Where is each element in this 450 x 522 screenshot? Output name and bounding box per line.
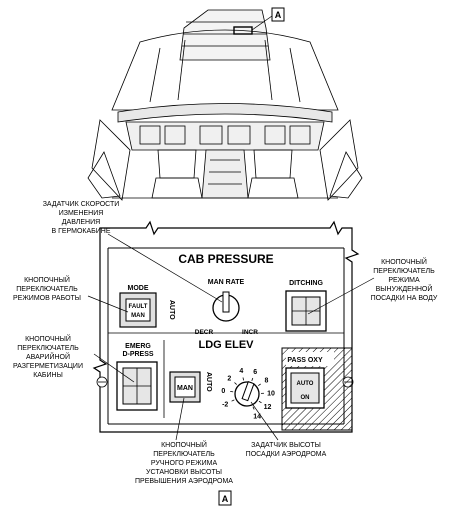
callout-man-rate-knob: ЗАДАТЧИК СКОРОСТИ ИЗМЕНЕНИЯ ДАВЛЕНИЯ В Г… [42, 201, 120, 235]
ldg-scale-tick [252, 406, 255, 410]
ldg-elev-knob[interactable] [234, 381, 260, 407]
callout-ldg-elev-man-button: КНОПОЧНЫЙ ПЕРЕКЛЮЧАТЕЛЬ РУЧНОГО РЕЖИМА У… [135, 442, 233, 485]
view-a-marker-top-text: A [275, 10, 282, 20]
ldg-scale-label: -2 [222, 402, 228, 409]
pass-oxy-label: PASS OXY [287, 357, 323, 364]
auto-label: AUTO [168, 300, 175, 320]
ldg-scale-label: 6 [253, 369, 257, 376]
ldg-scale-tick [242, 377, 245, 381]
ldg-scale-tick [258, 383, 261, 387]
man-rate-knob[interactable] [212, 291, 240, 322]
pass-oxy-button[interactable] [285, 367, 325, 409]
ldg-scale-tick [231, 399, 235, 402]
pass-oxy-on-text: ON [301, 395, 310, 401]
pass-oxy-auto-text: AUTO [297, 381, 314, 387]
ldg-elev-title: LDG ELEV [198, 339, 254, 351]
ldg-elev-man-button[interactable] [169, 371, 201, 403]
ldg-scale-label: 2 [227, 375, 231, 382]
view-a-marker-bottom-text: A [222, 494, 229, 504]
view-a-marker-bottom [218, 490, 232, 506]
ditching-label: DITCHING [289, 280, 323, 287]
ldg-scale-label: 12 [264, 404, 272, 411]
ldg-scale-label: 8 [264, 377, 268, 384]
auto-label-2: AUTO [205, 372, 212, 392]
ditching-button[interactable] [285, 290, 327, 332]
view-a-leader [251, 15, 273, 31]
ldg-scale-label: 10 [267, 391, 275, 398]
mode-man-text: MAN [131, 313, 145, 319]
ldg-scale-tick [258, 400, 262, 404]
callout-ldg-elev-knob: ЗАДАТЧИК ВЫСОТЫ ПОСАДКИ АЭРОДРОМА [245, 442, 327, 458]
man-button-label: MAN [177, 385, 193, 392]
dpress-label: D-PRESS [122, 351, 153, 358]
man-rate-label: MAN RATE [208, 279, 245, 286]
callout-mode-button: КНОПОЧНЫЙ ПЕРЕКЛЮЧАТЕЛЬ РЕЖИМОВ РАБОТЫ [12, 277, 82, 302]
ldg-scale-tick [234, 382, 237, 385]
incr-label: INCR [242, 329, 258, 336]
pass-oxy-area [281, 347, 353, 431]
ldg-scale-tick [251, 377, 254, 381]
callout-leaders [87, 233, 375, 441]
callout-ditching-button: КНОПОЧНЫЙ ПЕРЕКЛЮЧАТЕЛЬ РЕЖИМА ВЫНУЖДЕНН… [370, 259, 438, 302]
decr-label: DECR [195, 329, 214, 336]
cockpit-overview-illustration [87, 9, 363, 201]
callout-emerg-dpress-button: КНОПОЧНЫЙ ПЕРЕКЛЮЧАТЕЛЬ АВАРИЙНОЙ РАЗГЕР… [12, 336, 83, 379]
ldg-scale-label: 4 [239, 368, 243, 375]
emerg-dpress-button[interactable] [116, 361, 158, 411]
mode-label: MODE [128, 285, 149, 292]
ldg-scale-label: 14 [253, 413, 261, 420]
emerg-label: EMERG [125, 343, 151, 350]
mode-button[interactable] [119, 292, 157, 328]
ldg-scale-label: 0 [221, 388, 225, 395]
mode-fault-text: FAULT [129, 304, 148, 310]
view-a-marker-top [271, 7, 285, 22]
panel-title: CAB PRESSURE [178, 252, 273, 266]
